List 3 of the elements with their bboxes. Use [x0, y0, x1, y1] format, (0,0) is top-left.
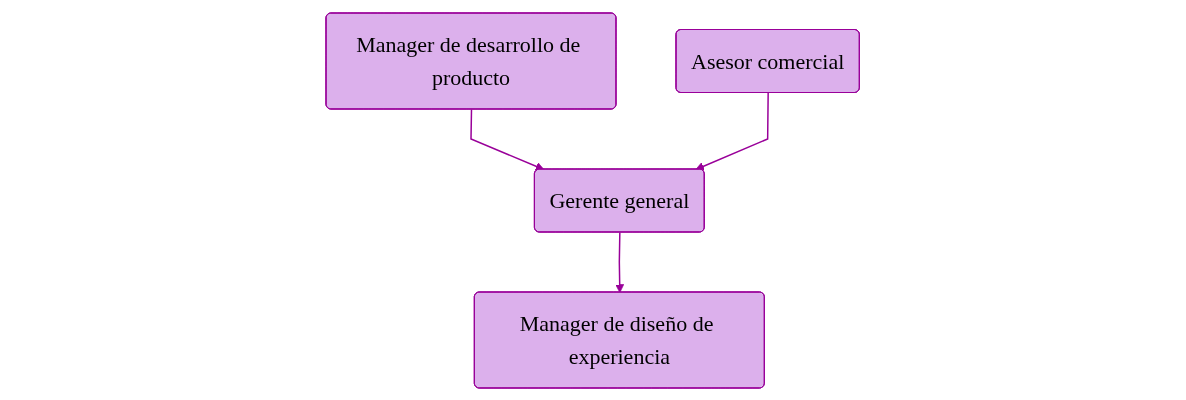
arrow — [470, 108, 545, 170]
arrow — [695, 91, 770, 170]
arrow — [615, 231, 625, 293]
